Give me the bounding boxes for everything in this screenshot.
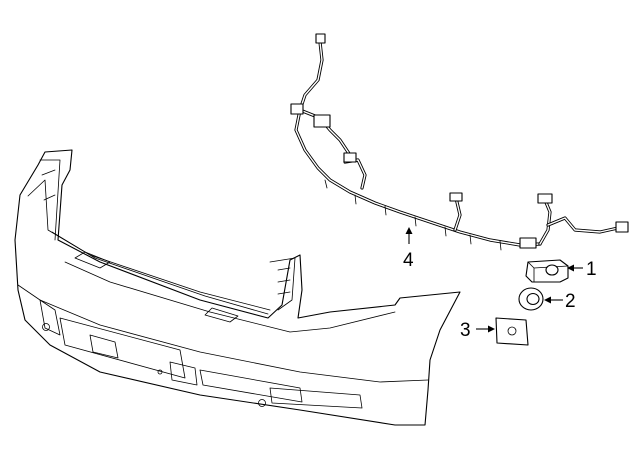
- sensor-grommet: [518, 287, 544, 311]
- callout-1: 1: [567, 259, 597, 280]
- callout-4: 4: [403, 227, 414, 271]
- callout-label-2: 2: [565, 291, 576, 312]
- sensor-bracket: [495, 317, 529, 346]
- parking-sensor: [525, 259, 569, 283]
- callout-label-4: 4: [403, 250, 414, 271]
- wiring-harness: [290, 33, 629, 251]
- bumper-cover: [14, 149, 461, 426]
- callout-label-3: 3: [460, 320, 471, 341]
- callout-2: 2: [544, 291, 576, 312]
- callout-3: 3: [460, 320, 495, 341]
- callout-label-1: 1: [586, 259, 597, 280]
